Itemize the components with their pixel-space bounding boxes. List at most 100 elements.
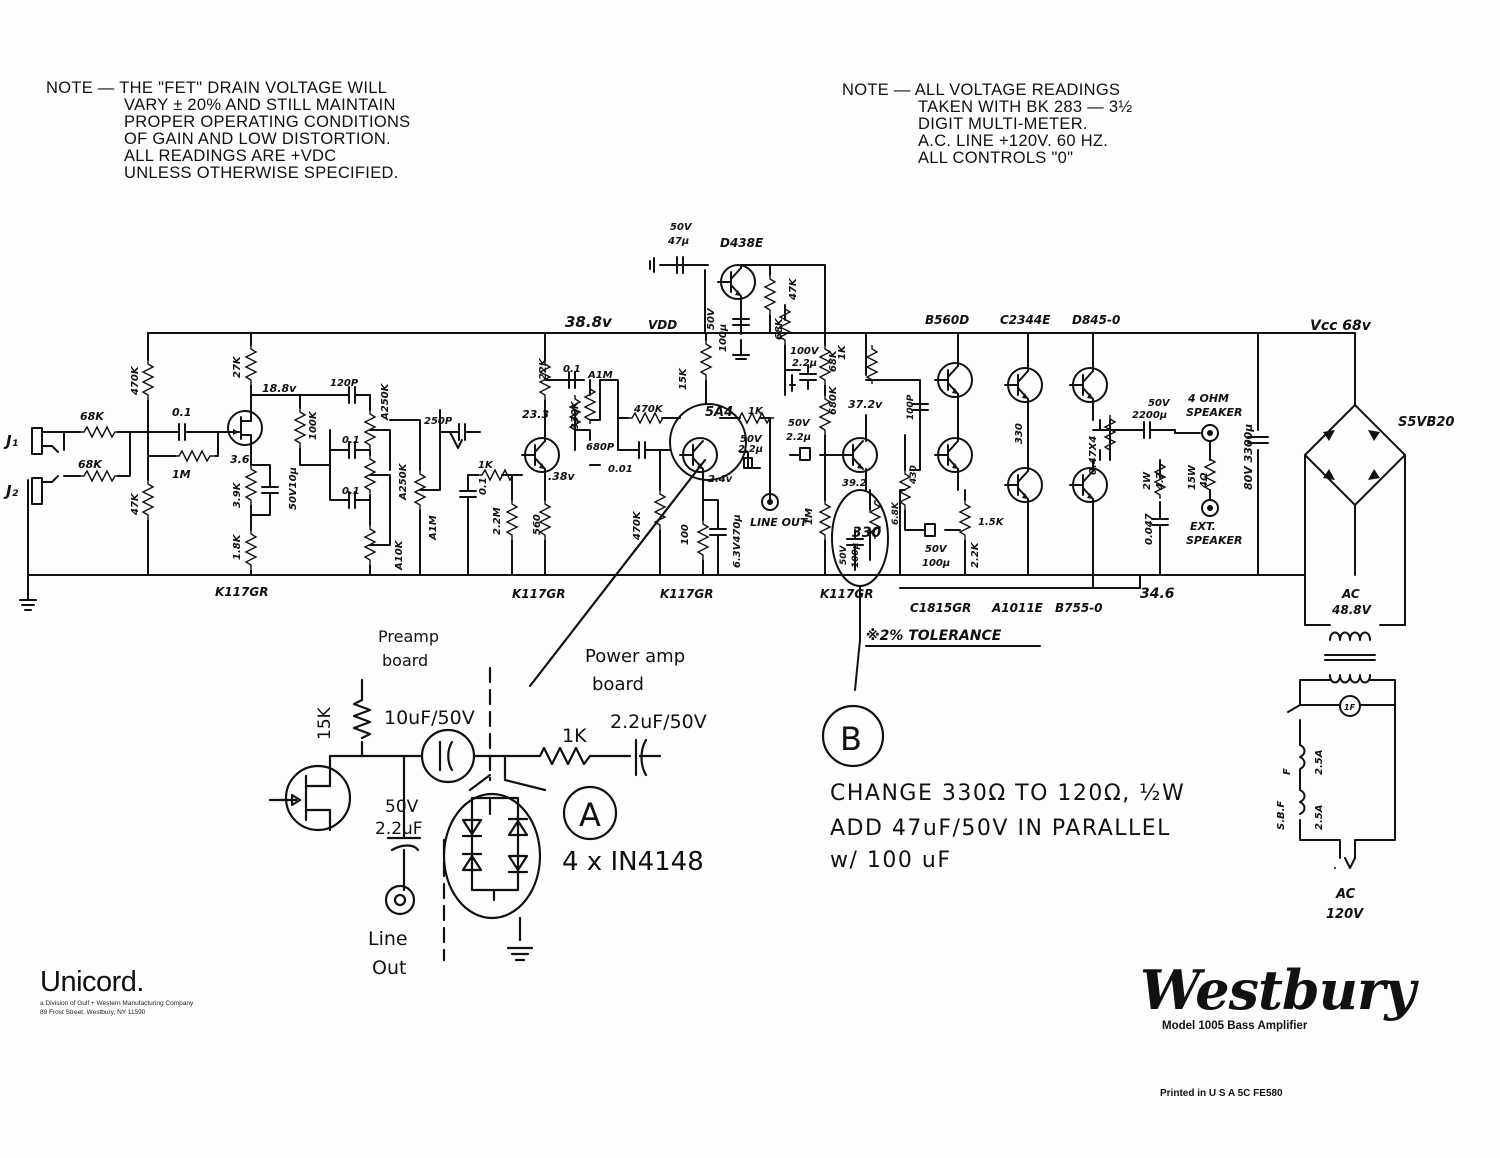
bridge-rectifier — [1304, 404, 1406, 506]
part-label: 100P — [906, 394, 916, 420]
ac-in-voltage-label: 120V — [1326, 907, 1364, 922]
part-label: 1K — [478, 460, 494, 471]
company-address: 89 Frost Street, Westbury, NY 11590 — [40, 1009, 146, 1016]
tolerance-note: ※2% TOLERANCE — [866, 628, 1002, 644]
transistor-label: C2344E — [1000, 313, 1051, 327]
part-label: 68K — [80, 410, 105, 423]
input-jack-j1[interactable] — [31, 427, 65, 455]
fet-drain-note: NOTE — THE "FET" DRAIN VOLTAGE WILL VARY… — [46, 80, 411, 182]
voltage-label: 2.4v — [708, 474, 733, 485]
part-label: 50V — [839, 544, 849, 565]
change-note: CHANGE 330Ω TO 120Ω, ½W — [830, 781, 1185, 806]
part-label: 100V — [790, 346, 820, 357]
part-label: 1.8K — [232, 533, 243, 560]
part-label: 68K — [774, 317, 785, 340]
bypass-cap-470u — [709, 519, 727, 545]
part-label: 47K — [788, 277, 799, 301]
part-label: 2.2μ — [738, 444, 763, 455]
transistor-label: K117GR — [512, 587, 565, 601]
diodes-handdrawn — [461, 817, 529, 874]
transistor-label: B755-0 — [1055, 601, 1103, 615]
power-amp-board-label: board — [592, 674, 644, 695]
diode-part-label: 4 x IN4148 — [562, 847, 704, 877]
source-resistor — [245, 529, 257, 570]
power-amp-board-label: Power amp — [585, 646, 685, 667]
voltage-label: 3.6 — [230, 453, 250, 466]
part-label: 470K — [633, 404, 664, 415]
ac-label: AC — [1341, 587, 1360, 601]
change-note: w/ 100 uF — [830, 848, 951, 873]
part-label: 2.2K — [970, 541, 981, 568]
part-label: A250K — [398, 462, 409, 501]
ext-speaker-jack[interactable] — [1201, 499, 1219, 517]
transistor-label: D845-0 — [1072, 313, 1120, 327]
part-label: 1K — [837, 344, 848, 360]
transistor-label: K117GR — [215, 585, 268, 599]
drain-resistor — [245, 344, 257, 385]
part-label: 1M — [804, 508, 815, 525]
line-out-jack[interactable] — [761, 493, 779, 511]
part-label: 330K — [570, 400, 581, 430]
printed-label: Printed in U S A 5C FE580 — [1160, 1088, 1283, 1099]
part-label: 100 — [680, 524, 691, 545]
part-label: 4.7 — [1155, 472, 1166, 491]
part-label: 50V10μ — [288, 467, 299, 510]
negative-rail-label: 34.6 — [1140, 586, 1175, 602]
voltage-label: 39.2 — [842, 478, 867, 489]
note-line: PROPER OPERATING CONDITIONS — [124, 113, 411, 131]
c10u-label: 10uF/50V — [384, 707, 475, 729]
input-jack-j2[interactable] — [31, 475, 59, 505]
line-out-handdrawn-jack — [384, 884, 416, 916]
r15k-label: 15K — [315, 706, 335, 740]
part-label: A1M — [428, 515, 439, 541]
part-label: 1F — [1344, 703, 1356, 712]
part-label: 50V — [788, 418, 811, 429]
pointer-line — [528, 458, 707, 688]
coupling-cap — [169, 423, 195, 441]
marker-b — [821, 704, 885, 768]
marker-a-label: A — [579, 796, 601, 834]
coupling-cap-001 — [629, 441, 655, 459]
resistor-1k-handdrawn — [538, 746, 592, 766]
line-out-handdrawn-label: Out — [372, 957, 406, 979]
tone-resistor — [294, 407, 306, 448]
note-line: ALL CONTROLS "0" — [918, 149, 1074, 167]
emitter-resistor-100 — [697, 519, 709, 560]
bias-resistor — [142, 359, 154, 400]
part-label: 4Ω — [1199, 472, 1210, 489]
vcc-label: Vcc 68v — [1310, 318, 1372, 334]
transistor-a1011e — [1004, 467, 1043, 503]
part-label: 6.8K — [891, 501, 901, 525]
marker-a — [562, 785, 618, 841]
company-name: Unicord. — [40, 966, 145, 998]
transistor-stage-2 — [521, 437, 560, 473]
voltage-label: 18.8v — [262, 382, 297, 395]
transistor-label: B560D — [925, 313, 969, 327]
resistor-1k-b — [866, 344, 878, 385]
voltage-label: 23.3 — [522, 408, 549, 421]
cap-2200u — [1134, 421, 1160, 439]
voltage-label: 37.2v — [848, 398, 883, 411]
part-label: 0.1 — [342, 435, 360, 446]
cap-2u2 — [743, 457, 753, 469]
westbury-wordmark: Westbury — [1140, 958, 1416, 1022]
part-label: 330 — [1014, 423, 1025, 444]
part-label: 68K — [828, 349, 839, 372]
part-label: 330 — [852, 525, 881, 541]
part-label: 0.01 — [608, 464, 633, 475]
resistor-1m — [819, 499, 831, 540]
line-out-label: LINE OUT — [750, 516, 809, 529]
fet-handdrawn — [284, 764, 352, 832]
transistor-label: A1011E — [991, 601, 1044, 615]
transformer-primary — [1329, 674, 1371, 684]
cap-2u2-50v — [799, 447, 811, 461]
part-label: 0.1 — [478, 477, 489, 495]
ac-in-label: AC — [1335, 887, 1356, 902]
voltage-readings-note: NOTE — ALL VOLTAGE READINGS TAKEN WITH B… — [842, 82, 1132, 167]
transistor-b560d — [934, 362, 973, 398]
part-label: 0.047 — [1144, 513, 1155, 545]
fet-stage-1 — [222, 406, 263, 450]
company-subtitle: a Division of Gulf + Western Manufacturi… — [40, 1000, 194, 1007]
part-label: A10K — [394, 539, 405, 571]
part-label: 120P — [330, 378, 359, 389]
